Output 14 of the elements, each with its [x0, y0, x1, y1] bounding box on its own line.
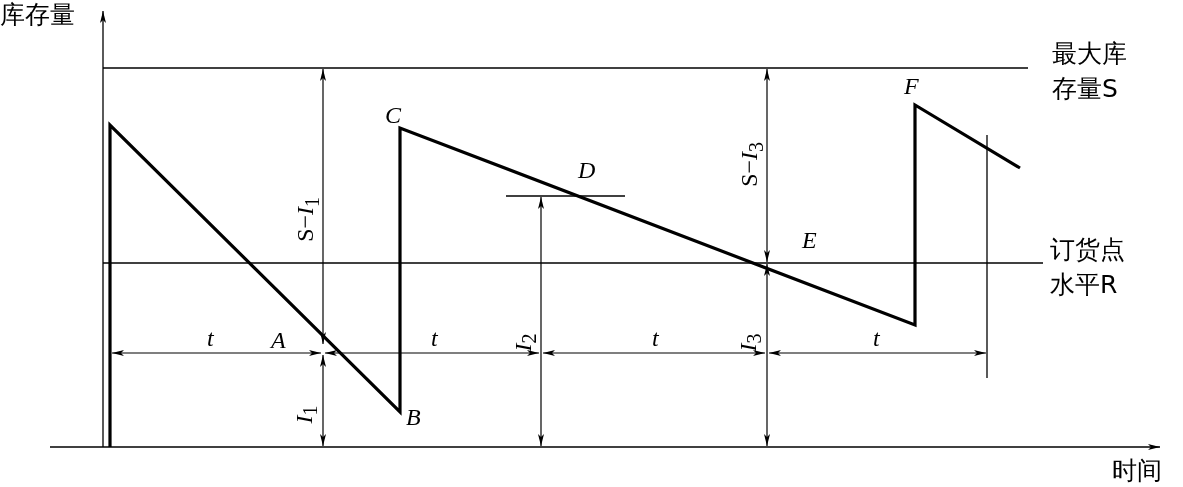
- dimension-label: t: [207, 326, 214, 350]
- line-label: 最大库存量S: [1052, 38, 1128, 105]
- axis-title: 时间: [1112, 458, 1162, 483]
- point-label: D: [578, 158, 596, 182]
- line-label: 订货点水平R: [1050, 234, 1126, 301]
- dimension-label: t: [652, 326, 659, 350]
- point-label: A: [271, 328, 286, 352]
- dimension-label: t: [873, 326, 880, 350]
- axis-title: 库存量: [0, 2, 75, 27]
- point-label: F: [904, 74, 919, 98]
- point-label: E: [802, 228, 817, 252]
- point-label: B: [406, 405, 421, 429]
- dimension-label: t: [431, 326, 438, 350]
- point-label: C: [385, 103, 401, 127]
